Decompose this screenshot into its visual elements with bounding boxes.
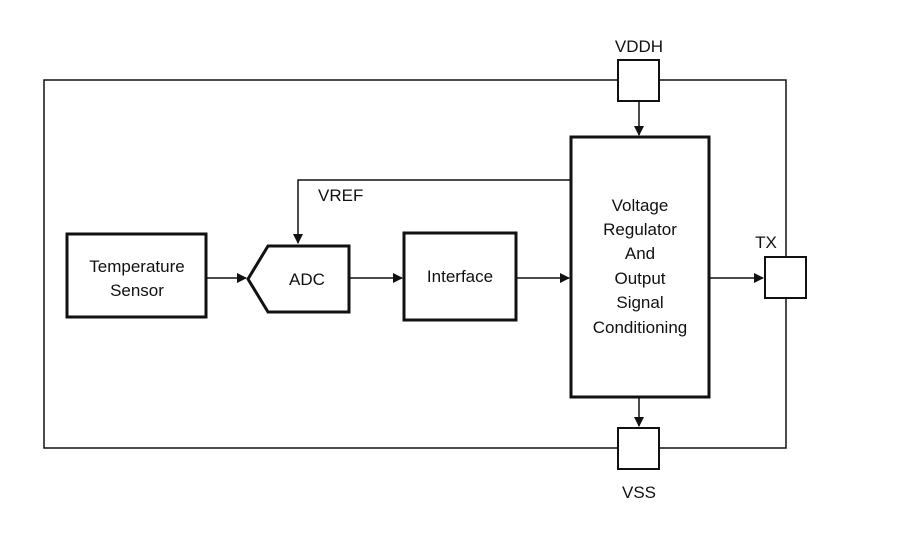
adc-label: ADC bbox=[289, 270, 325, 289]
vref-line bbox=[293, 179, 571, 244]
regulator-label-3: And bbox=[625, 244, 655, 263]
vref-label: VREF bbox=[318, 186, 363, 205]
interface-block: Interface bbox=[402, 231, 518, 322]
regulator-label-1: Voltage bbox=[612, 196, 669, 215]
tx-label: TX bbox=[755, 233, 777, 252]
vddh-pin: VDDH bbox=[615, 37, 663, 102]
interface-label: Interface bbox=[427, 267, 493, 286]
regulator-label-2: Regulator bbox=[603, 220, 677, 239]
vss-label: VSS bbox=[622, 483, 656, 502]
temperature-sensor-label-1: Temperature bbox=[89, 257, 184, 276]
voltage-regulator-block: Voltage Regulator And Output Signal Cond… bbox=[569, 135, 711, 399]
regulator-label-6: Conditioning bbox=[593, 318, 688, 337]
temperature-sensor-block: Temperature Sensor bbox=[65, 232, 208, 319]
regulator-label-5: Signal bbox=[616, 293, 663, 312]
regulator-label-4: Output bbox=[614, 269, 665, 288]
vddh-label: VDDH bbox=[615, 37, 663, 56]
vss-pin: VSS bbox=[617, 427, 660, 502]
tx-pin: TX bbox=[755, 233, 807, 299]
adc-block: ADC bbox=[246, 244, 351, 314]
temperature-sensor-label-2: Sensor bbox=[110, 281, 164, 300]
